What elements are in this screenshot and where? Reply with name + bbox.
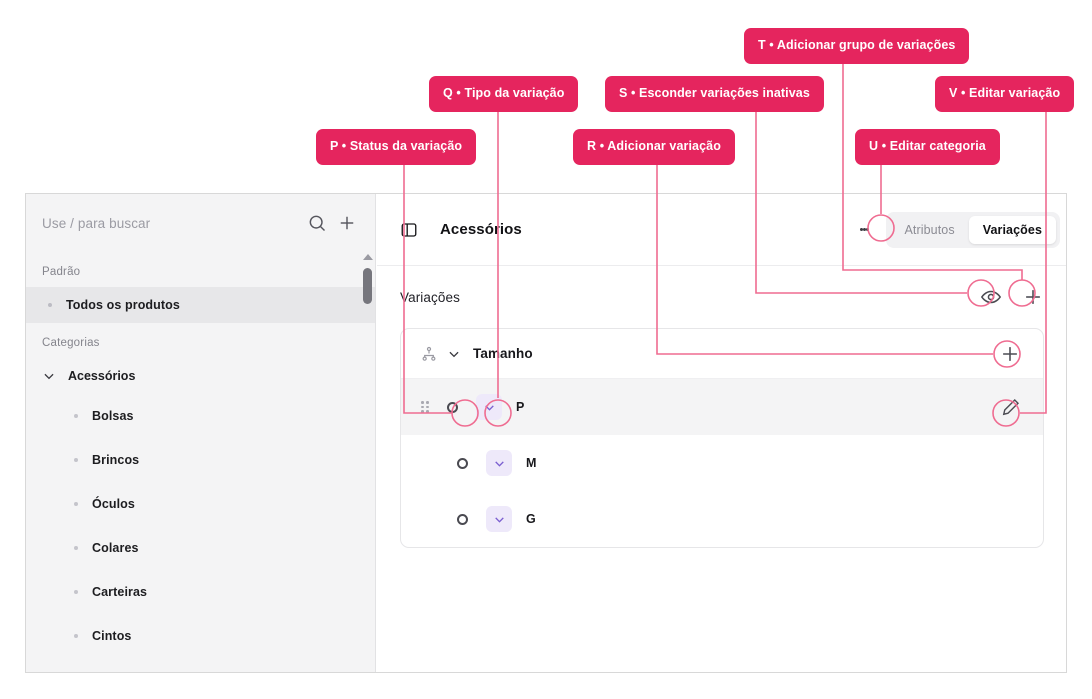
panel-left-icon[interactable]	[400, 221, 418, 239]
callout-badge-p: P • Status da variação	[316, 129, 477, 165]
sidebar-search-bar[interactable]: Use / para buscar	[26, 194, 375, 252]
bullet-icon	[74, 546, 78, 550]
variation-status-icon[interactable]	[447, 401, 458, 413]
main-content: Acessórios Atributos Variações Variações	[377, 194, 1066, 672]
edit-variation-pencil-icon[interactable]	[1001, 397, 1021, 417]
variation-row-g[interactable]: G	[401, 491, 1043, 547]
sidebar-scrollbar[interactable]	[360, 254, 375, 672]
bullet-icon	[74, 634, 78, 638]
callout-badge-r: R • Adicionar variação	[573, 129, 735, 165]
bullet-icon	[74, 590, 78, 594]
chevron-down-icon[interactable]	[42, 369, 56, 383]
tab-atributos[interactable]: Atributos	[904, 222, 955, 237]
drag-handle-icon[interactable]	[421, 401, 431, 413]
variation-row-m[interactable]: M	[401, 435, 1043, 491]
sidebar-item-label: Colares	[92, 541, 139, 555]
callout-badge-t: T • Adicionar grupo de variações	[744, 28, 970, 64]
callout-badge-s: S • Esconder variações inativas	[605, 76, 824, 112]
sidebar-item-label: Brincos	[92, 453, 140, 467]
section-title: Variações	[400, 289, 460, 305]
sidebar-group-label-padrao: Padrão	[42, 266, 81, 278]
tab-list: Atributos Variações	[886, 211, 1060, 248]
variation-name: M	[526, 456, 537, 470]
app-window: Use / para buscar Padrão Todos os produt…	[25, 193, 1067, 673]
search-icon[interactable]	[307, 213, 327, 233]
bullet-icon	[74, 502, 78, 506]
sidebar-item-oculos[interactable]: Óculos	[26, 482, 375, 526]
scrollbar-thumb[interactable]	[363, 268, 372, 304]
variation-name: G	[526, 512, 536, 526]
chevron-down-icon[interactable]	[447, 347, 461, 361]
tab-variacoes[interactable]: Variações	[968, 215, 1056, 244]
sidebar-group-label-categorias: Categorias	[42, 337, 100, 349]
bullet-icon	[48, 303, 52, 307]
variation-row-p[interactable]: P	[401, 379, 1043, 435]
page-title: Acessórios	[440, 221, 522, 238]
sidebar-item-label: Óculos	[92, 497, 135, 511]
plus-icon[interactable]	[337, 213, 357, 233]
sidebar-item-bolsas[interactable]: Bolsas	[26, 394, 375, 438]
callout-badge-v: V • Editar variação	[935, 76, 1075, 112]
add-variation-group-plus-icon[interactable]	[1022, 286, 1044, 308]
variation-status-icon[interactable]	[457, 457, 468, 469]
variation-name: P	[516, 400, 525, 414]
scroll-up-arrow-icon[interactable]	[363, 254, 373, 260]
variation-status-icon[interactable]	[457, 513, 468, 525]
sidebar-item-todos-os-produtos[interactable]: Todos os produtos	[26, 287, 375, 323]
sidebar-item-cintos[interactable]: Cintos	[26, 614, 375, 658]
sidebar-item-label: Bolsas	[92, 409, 134, 423]
variation-group-name: Tamanho	[473, 346, 533, 361]
main-header: Acessórios Atributos Variações	[377, 194, 1066, 266]
sidebar-item-colares[interactable]: Colares	[26, 526, 375, 570]
sidebar-category-acessorios[interactable]: Acessórios	[26, 358, 375, 394]
variations-card: Tamanho P	[400, 328, 1044, 548]
callout-badge-q: Q • Tipo da variação	[429, 76, 579, 112]
sidebar-item-brincos[interactable]: Brincos	[26, 438, 375, 482]
sidebar: Use / para buscar Padrão Todos os produt…	[26, 194, 376, 672]
variation-type-chevron-down-icon[interactable]	[486, 450, 512, 476]
variations-section-header: Variações	[377, 266, 1066, 328]
sidebar-item-carteiras[interactable]: Carteiras	[26, 570, 375, 614]
search-input[interactable]: Use / para buscar	[42, 215, 151, 231]
sidebar-category-label: Acessórios	[68, 369, 136, 383]
variation-type-chevron-down-icon[interactable]	[476, 394, 502, 420]
sidebar-item-label: Todos os produtos	[66, 298, 180, 312]
variation-type-chevron-down-icon[interactable]	[486, 506, 512, 532]
hierarchy-icon	[421, 346, 437, 362]
more-vertical-icon[interactable]	[850, 216, 878, 244]
add-variation-plus-icon[interactable]	[999, 343, 1021, 365]
sidebar-item-label: Carteiras	[92, 585, 148, 599]
variation-group-row-tamanho[interactable]: Tamanho	[401, 329, 1043, 379]
sidebar-item-label: Cintos	[92, 629, 132, 643]
eye-icon[interactable]	[980, 286, 1002, 308]
bullet-icon	[74, 458, 78, 462]
bullet-icon	[74, 414, 78, 418]
callout-badge-u: U • Editar categoria	[855, 129, 1000, 165]
